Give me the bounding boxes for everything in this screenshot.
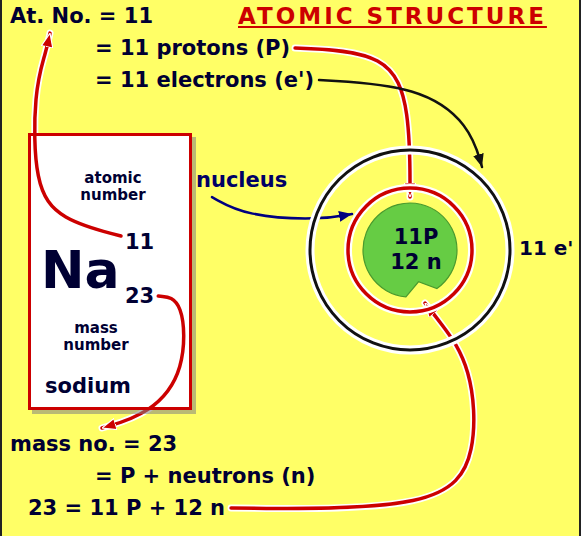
element-box: atomic number 11Na23 mass number sodium xyxy=(28,133,192,410)
electron-shell: 11 e'11P12 n xyxy=(310,150,510,350)
element-name: sodium xyxy=(45,374,131,398)
equation-text: At. No. = 11 xyxy=(10,4,153,28)
particle-count: 12 n xyxy=(369,250,463,274)
equation-text: = 11 protons (P) xyxy=(95,36,290,60)
fill-layer xyxy=(28,133,192,410)
equation-text: mass no. = 23 xyxy=(10,432,177,456)
equation-text: = 11 electrons (e') xyxy=(95,68,314,92)
leader-arrow xyxy=(212,197,352,218)
mass-number: 23 xyxy=(125,284,154,308)
edge-bar xyxy=(579,0,581,536)
particle-count: 11P xyxy=(369,225,463,249)
electron-count: 11 e' xyxy=(519,237,573,260)
nucleus-circle: 11P12 n xyxy=(363,203,457,297)
element-caption: atomic number xyxy=(68,170,158,205)
edge-bar xyxy=(0,0,2,536)
element-caption: mass number xyxy=(51,320,141,355)
atomic-number: 11 xyxy=(125,230,154,254)
element-box-ground xyxy=(28,133,192,410)
element-symbol: Na xyxy=(41,244,120,296)
title-heading: ATOMIC STRUCTURE xyxy=(238,3,547,29)
part-label: nucleus xyxy=(196,168,287,192)
equation-text: 23 = 11 P + 12 n xyxy=(28,496,225,520)
equation-text: = P + neutrons (n) xyxy=(95,464,315,488)
